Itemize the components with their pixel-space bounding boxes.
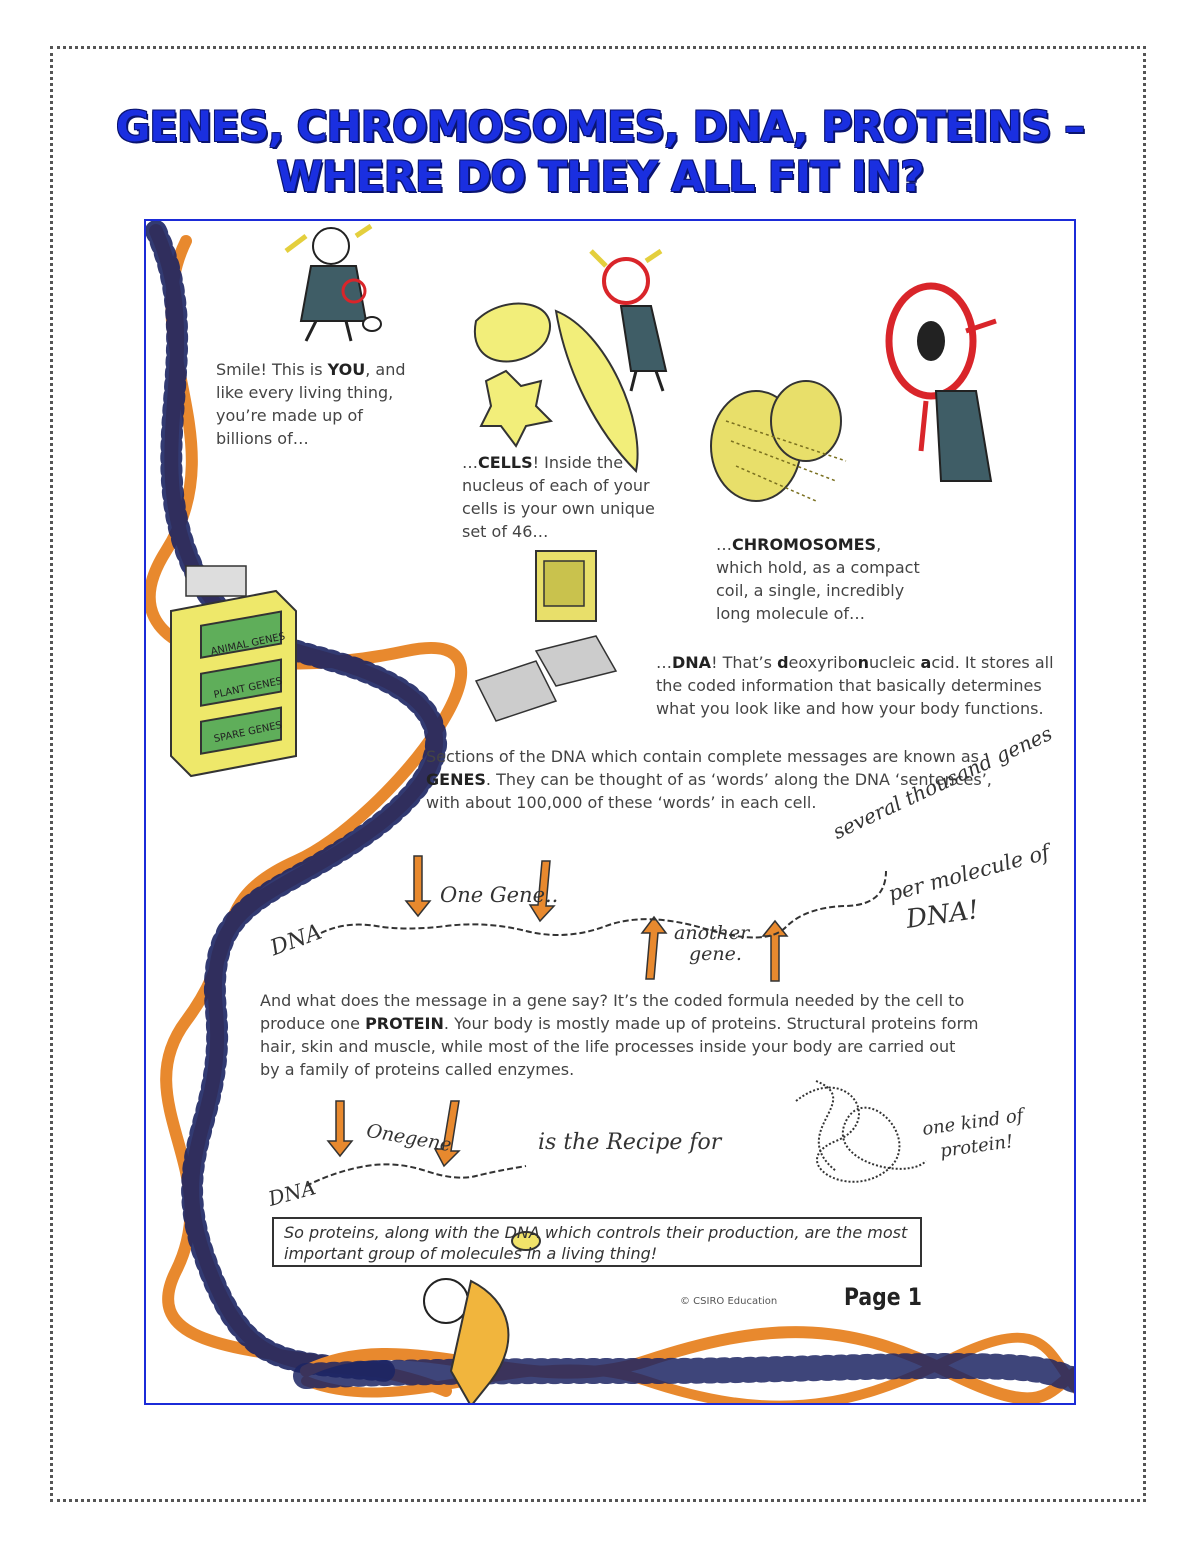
caption-protein: And what does the message in a gene say?… — [260, 991, 979, 1079]
illustration-artwork — [146, 221, 1074, 1403]
computer-icon — [474, 550, 618, 722]
caption-chromosomes: …CHROMOSOMES, which hold, as a compact c… — [716, 535, 920, 623]
handwritten-recipe: is the Recipe for — [538, 1130, 722, 1155]
character-big-magnifier-icon — [885, 282, 997, 482]
illustration-panel: Smile! This is YOU, and like every livin… — [144, 219, 1076, 1405]
chromosome-icon — [710, 380, 847, 502]
gene-arrows-bottom-icon — [326, 1100, 461, 1168]
copyright-text: © CSIRO Education — [680, 1296, 778, 1307]
page-title-line-1: GENES, CHROMOSOMES, DNA, PROTEINS – — [115, 102, 1085, 151]
dna-strand-line-1 — [320, 870, 887, 939]
caption-cells: …CELLS! Inside the nucleus of each of yo… — [462, 453, 655, 541]
handwritten-one-gene: One Gene.. — [440, 883, 559, 907]
conclusion-box: So proteins, along with the DNA which co… — [272, 1217, 922, 1267]
dna-helix-icon — [146, 221, 1074, 1403]
caption-genes: Sections of the DNA which contain comple… — [426, 747, 992, 812]
handwritten-another-gene-1: another — [674, 922, 750, 944]
character-peeking-icon — [589, 248, 668, 392]
handwritten-another-gene-2: gene. — [689, 943, 742, 965]
gene-arrows-icon — [404, 855, 789, 982]
protein-coil-icon — [795, 1080, 927, 1183]
caption-dna: …DNA! That’s deoxyribonucleic acid. It s… — [656, 653, 1054, 718]
character-bottom-icon — [423, 1231, 541, 1403]
caption-you: Smile! This is YOU, and like every livin… — [216, 360, 406, 448]
character-with-magnifier-icon — [284, 223, 382, 342]
gene-filing-cabinet-icon — [170, 565, 297, 778]
dna-strand-line-2 — [305, 1163, 527, 1187]
page-title-line-2: WHERE DO THEY ALL FIT IN? — [276, 152, 925, 201]
page-border — [50, 46, 1146, 1502]
cells-icon — [473, 302, 639, 474]
page-number: Page 1 — [844, 1283, 922, 1311]
